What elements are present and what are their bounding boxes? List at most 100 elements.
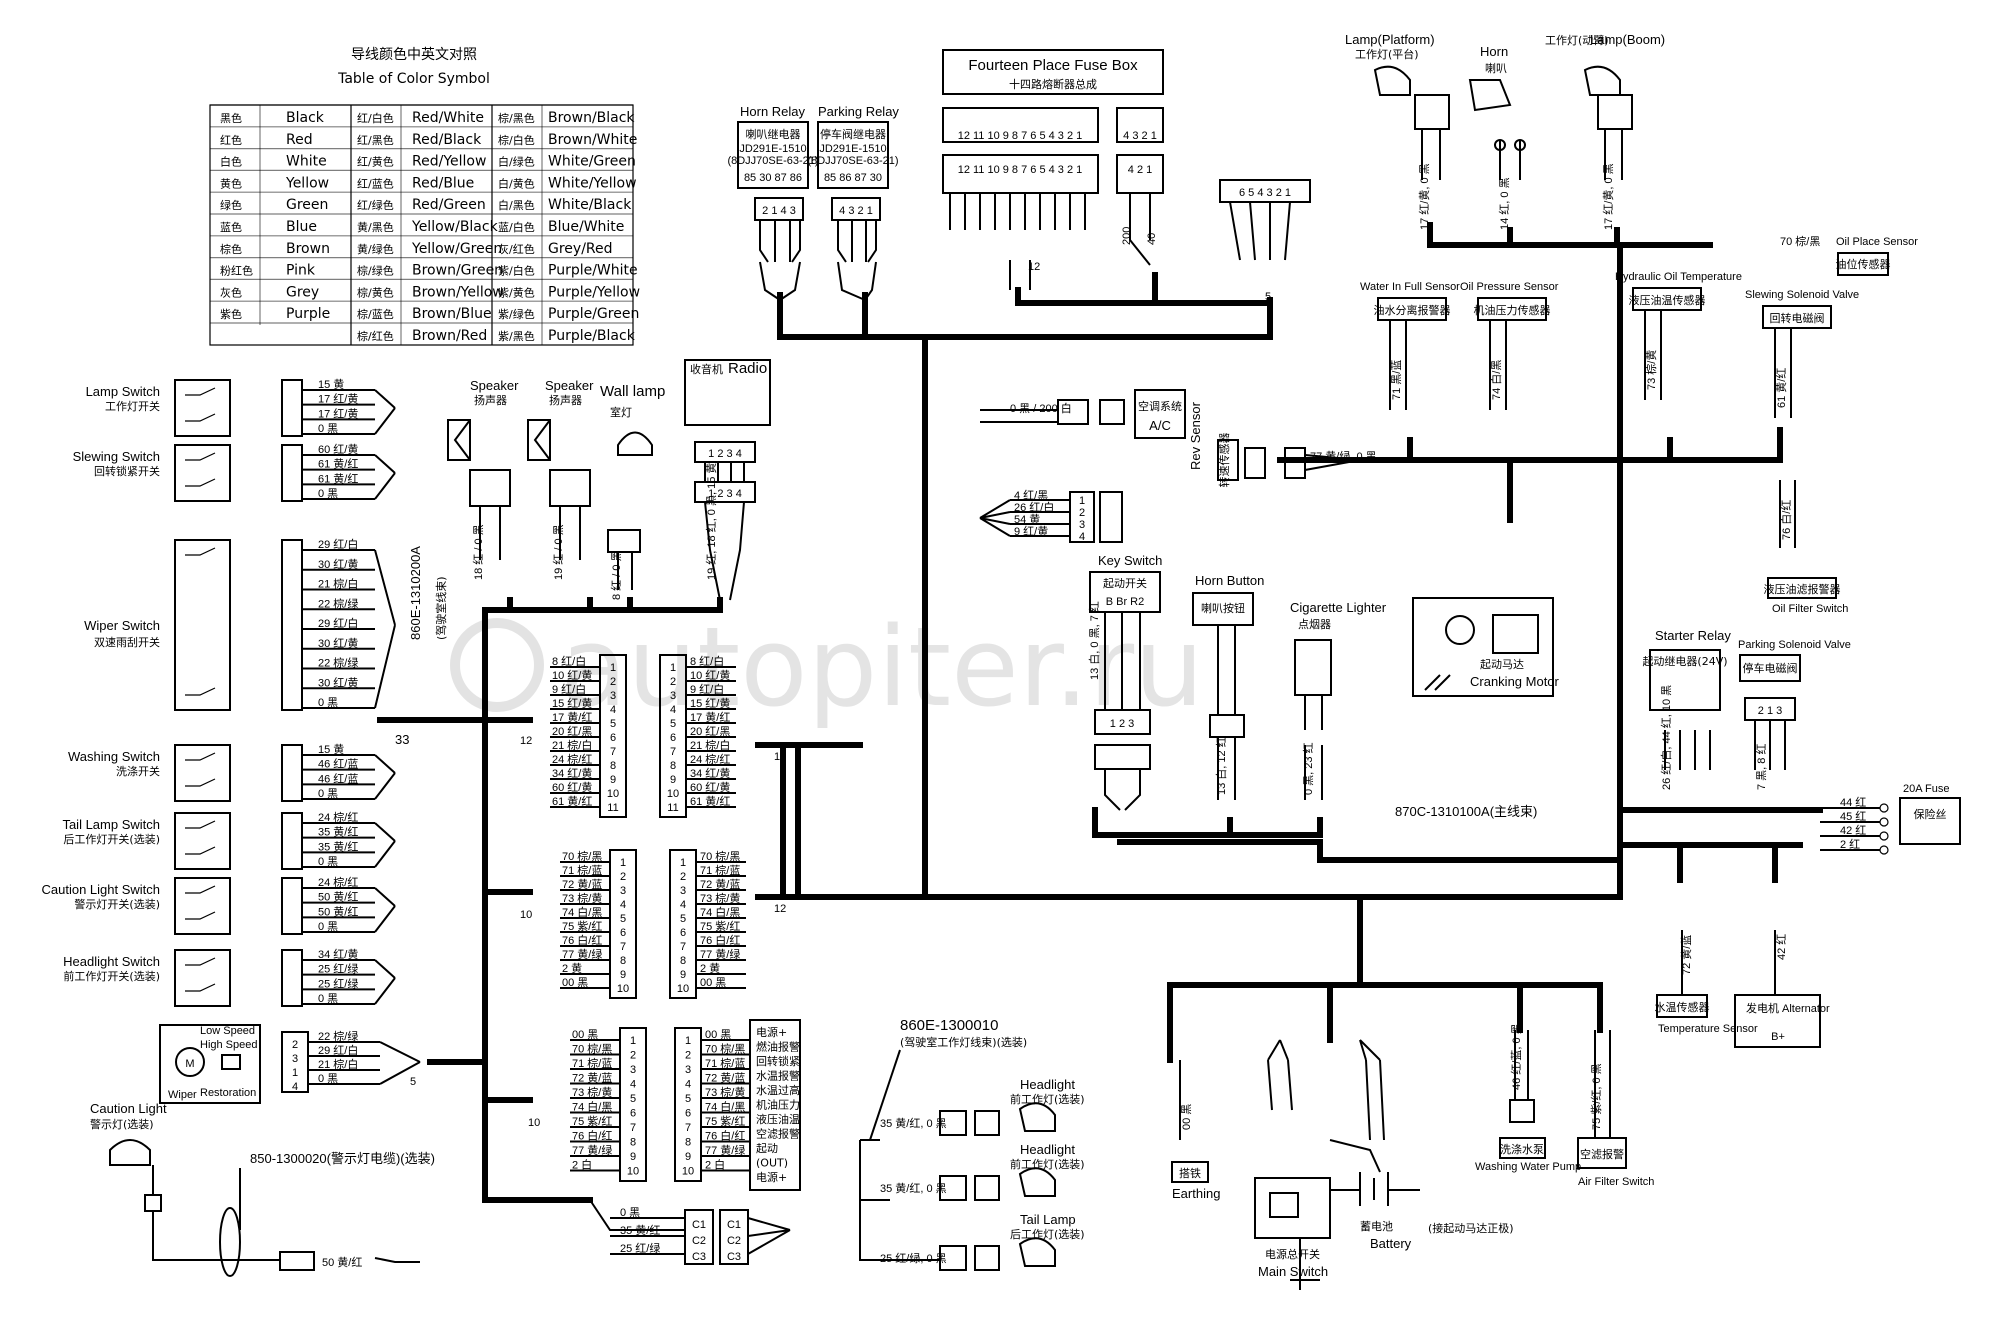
lamp-platform-cn: 工作灯(平台) xyxy=(1355,47,1419,61)
parking-relay-sub: (8DJJ70SE-63-21) xyxy=(807,155,898,167)
connector-wire-label: 21 棕/白 xyxy=(690,738,730,752)
svg-text:7: 7 xyxy=(685,1122,691,1134)
parking-valve-label: Parking Solenoid Valve xyxy=(1738,639,1851,651)
switch-wire-label: 0 黑 xyxy=(318,920,338,933)
switch-wire-label: 25 红/绿 xyxy=(318,962,358,976)
svg-text:3: 3 xyxy=(685,1064,691,1076)
parking-relay-pins: 85 86 87 30 xyxy=(824,172,882,184)
svg-text:5: 5 xyxy=(685,1093,691,1105)
svg-text:8: 8 xyxy=(670,760,676,772)
connector-wire-label: 24 棕/红 xyxy=(552,752,592,766)
cranking-motor-label: Cranking Motor xyxy=(1470,674,1560,689)
lamp-platform: Lamp(Platform) 工作灯(平台) 17 红/黄, 0 黑 xyxy=(1345,32,1450,230)
battery-note: (接起动马达正极) xyxy=(1428,1221,1514,1235)
switch-wire-label: 15 黄 xyxy=(318,742,344,756)
wall-lamp-label: Wall lamp xyxy=(600,383,665,400)
color-table-cell: Brown/Red xyxy=(412,328,487,344)
sensor-label-cn: 油水分离报警器 xyxy=(1374,303,1451,317)
svg-text:1: 1 xyxy=(620,857,626,869)
harness-trunks xyxy=(377,222,1823,1203)
earthing: 搭铁 Earthing 00 黑 xyxy=(1171,1060,1220,1201)
fuse-box: Fourteen Place Fuse Box 十四路熔断器总成 12 11 1… xyxy=(942,49,1311,303)
parking-valve-wires: 7 黑, 8 红 xyxy=(1755,744,1768,790)
plug4-wire-label: 26 红/白 xyxy=(1014,500,1054,514)
color-table-cell: 紫色 xyxy=(220,307,242,321)
color-table-cell: Purple/White xyxy=(548,263,638,279)
cranking-motor-cn: 起动马达 xyxy=(1480,658,1524,671)
connector-wire-label: 72 黄/蓝 xyxy=(562,877,602,891)
svg-text:2: 2 xyxy=(630,1050,636,1062)
wall-lamp: Wall lamp 室灯 8 红 / 0 黑 xyxy=(600,383,665,600)
connector-wire-label: 71 棕/蓝 xyxy=(705,1056,745,1070)
parking-relay-label: Parking Relay xyxy=(818,104,899,119)
fuse-wire-label: 2 红 xyxy=(1840,838,1860,851)
connector-wire-label: 00 黑 xyxy=(572,1028,598,1041)
connector-wire-label: 72 黄/蓝 xyxy=(572,1071,612,1085)
switch-wire-label: 46 红/蓝 xyxy=(318,772,358,785)
color-table-cell: 棕色 xyxy=(220,242,242,256)
rev-sensor-label: Rev Sensor xyxy=(1188,401,1203,470)
panel-label: 液压油温 xyxy=(756,1112,800,1126)
fuse-box-title: Fourteen Place Fuse Box xyxy=(968,57,1138,74)
svg-text:8: 8 xyxy=(680,955,686,967)
ac-label: A/C xyxy=(1149,418,1171,433)
svg-text:4: 4 xyxy=(292,1081,298,1093)
connector-wire-label: 2 黄 xyxy=(700,961,720,975)
connector-wire-label: 00 黑 xyxy=(705,1028,731,1041)
svg-text:10: 10 xyxy=(682,1166,694,1178)
switch-label-cn: 工作灯开关 xyxy=(105,399,160,413)
connector-wire-label: 73 棕/黄 xyxy=(700,891,740,905)
svg-text:5: 5 xyxy=(670,718,676,730)
parking-relay-cn: 停车阀继电器 xyxy=(820,127,886,141)
color-table-cell: Yellow xyxy=(285,175,329,191)
optional-lamp-cn: 前工作灯(选装) xyxy=(1010,1157,1085,1171)
switch-wire-label: 24 棕/红 xyxy=(318,810,358,824)
fuse-wire-label: 45 红 xyxy=(1840,810,1866,823)
fuse-box-bottom-right-numbers: 4 2 1 xyxy=(1128,164,1152,176)
connector-wire-label: 21 棕/白 xyxy=(552,738,592,752)
color-table-cell: 灰/红色 xyxy=(498,242,535,256)
panel-label: 电源+ xyxy=(756,1170,787,1184)
svg-text:3: 3 xyxy=(680,885,686,897)
color-table-cell: Red xyxy=(286,132,313,148)
svg-text:10: 10 xyxy=(667,788,679,800)
switch-wire-label: 24 棕/红 xyxy=(318,875,358,889)
bundle-mid3: 10 xyxy=(528,1117,540,1129)
harness-cab-cn: (驾驶室线束) xyxy=(434,576,448,640)
panel-label: 电源+ xyxy=(756,1025,787,1039)
main-switch-label: Main Switch xyxy=(1258,1264,1328,1279)
caution-light-harness: 850-1300020(警示灯电缆)(选装) xyxy=(250,1151,435,1166)
optional-lamp-label: Headlight xyxy=(1020,1142,1075,1157)
panel-label: 水温报警 xyxy=(756,1069,800,1083)
horn-wires: 14 红, 0 黑 xyxy=(1498,177,1511,230)
color-table-cell: 绿色 xyxy=(220,198,242,212)
washing-water-pump: 洗涤水泵 Washing Water Pump 46 红/蓝, 0 黑 xyxy=(1475,1023,1581,1173)
svg-text:2: 2 xyxy=(680,871,686,883)
sensor-wire: 76 白/红 xyxy=(1779,500,1793,540)
connector-wire-label: 71 棕/蓝 xyxy=(562,863,602,877)
svg-text:2: 2 xyxy=(1079,507,1085,519)
radio-label: Radio xyxy=(728,360,767,377)
horn-label: Horn xyxy=(1480,44,1508,59)
speaker-2-label: Speaker xyxy=(545,378,594,393)
sensor-label: Slewing Solenoid Valve xyxy=(1745,289,1859,301)
sensor-wire: 61 黄/红 xyxy=(1774,368,1788,408)
color-table-cell: Pink xyxy=(286,263,316,279)
sensor-label-cn: 液压油温传感器 xyxy=(1629,293,1706,307)
parking-relay-conn: 4 3 2 1 xyxy=(839,205,873,217)
earthing-wire: 00 黑 xyxy=(1180,1104,1193,1130)
speaker-2-cn: 扬声器 xyxy=(549,393,582,407)
connector-wire-label: 74 白/黑 xyxy=(562,905,602,919)
color-table-cell: 灰色 xyxy=(220,285,242,299)
connector-wire-label: 73 棕/黄 xyxy=(562,891,602,905)
fuse2-bundle-count: 5 xyxy=(1265,291,1271,303)
